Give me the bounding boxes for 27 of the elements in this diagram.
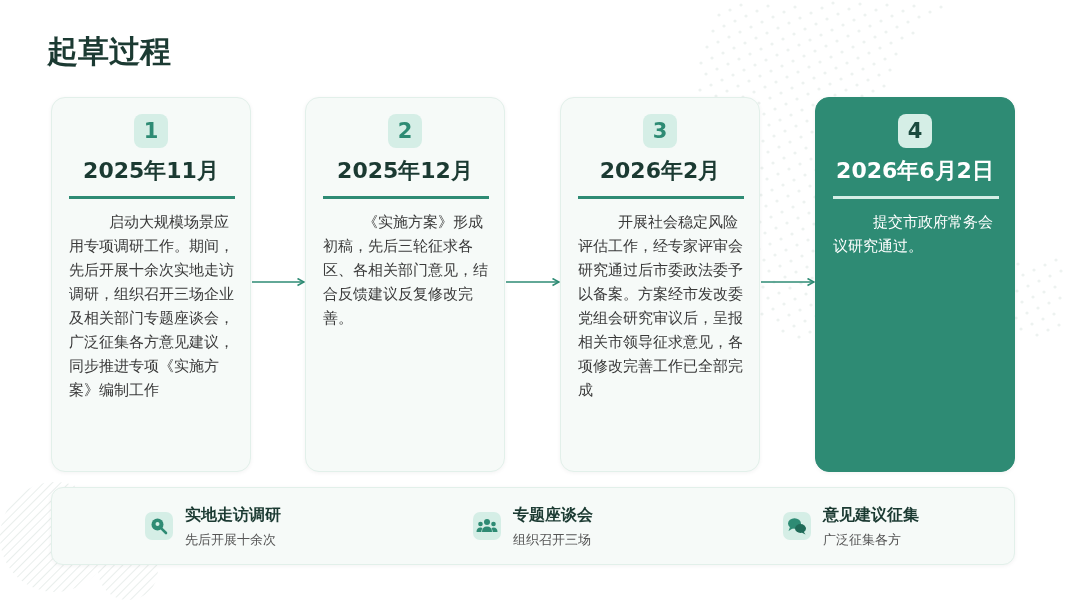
item-title: 意见建议征集 — [823, 504, 919, 526]
description-text: 启动大规模场景应用专项调研工作。期间，先后开展十余次实地走访调研，组织召开三场企业及相关部门专题座谈会，广泛征集各方意见建议，同步推进专项《实施方案》编制工作 — [69, 212, 235, 401]
page-title: 起草过程 — [47, 32, 171, 71]
item-subtitle: 广泛征集各方 — [823, 531, 901, 549]
highlighted-step-card — [815, 97, 1015, 472]
description-text: 提交市政府常务会议研究通过。 — [833, 212, 994, 257]
description-text: 开展社会稳定风险评估工作，经专家评审会研究通过后市委政法委予以备案。方案经市发改委党组会研究审议后，呈报相关市领导征求意见，各项修改完善工作已全部完成 — [578, 212, 744, 401]
step-card — [560, 97, 760, 472]
date-heading: 2025年12月 — [337, 157, 473, 185]
date-heading: 2026年2月 — [599, 157, 721, 185]
step-card — [51, 97, 251, 472]
number-badge: 1 — [134, 114, 168, 148]
arrow — [760, 277, 815, 287]
date-heading: 2026年6月2日 — [836, 157, 994, 185]
arrow — [505, 277, 560, 287]
date-heading: 2025年11月 — [83, 157, 219, 185]
description-text: 《实施方案》形成初稿，先后三轮征求各区、各相关部门意见，结合反馈建议反复修改完善。 — [323, 212, 489, 329]
number-badge: 3 — [643, 114, 677, 148]
number-badge: 4 — [898, 114, 932, 148]
step-card — [305, 97, 505, 472]
arrow — [251, 277, 305, 287]
item-title: 实地走访调研 — [185, 504, 281, 526]
summary-panel — [51, 487, 1015, 565]
item-title: 专题座谈会 — [513, 504, 593, 526]
item-subtitle: 先后开展十余次 — [185, 531, 276, 549]
number-badge: 2 — [388, 114, 422, 148]
item-subtitle: 组织召开三场 — [513, 531, 591, 549]
